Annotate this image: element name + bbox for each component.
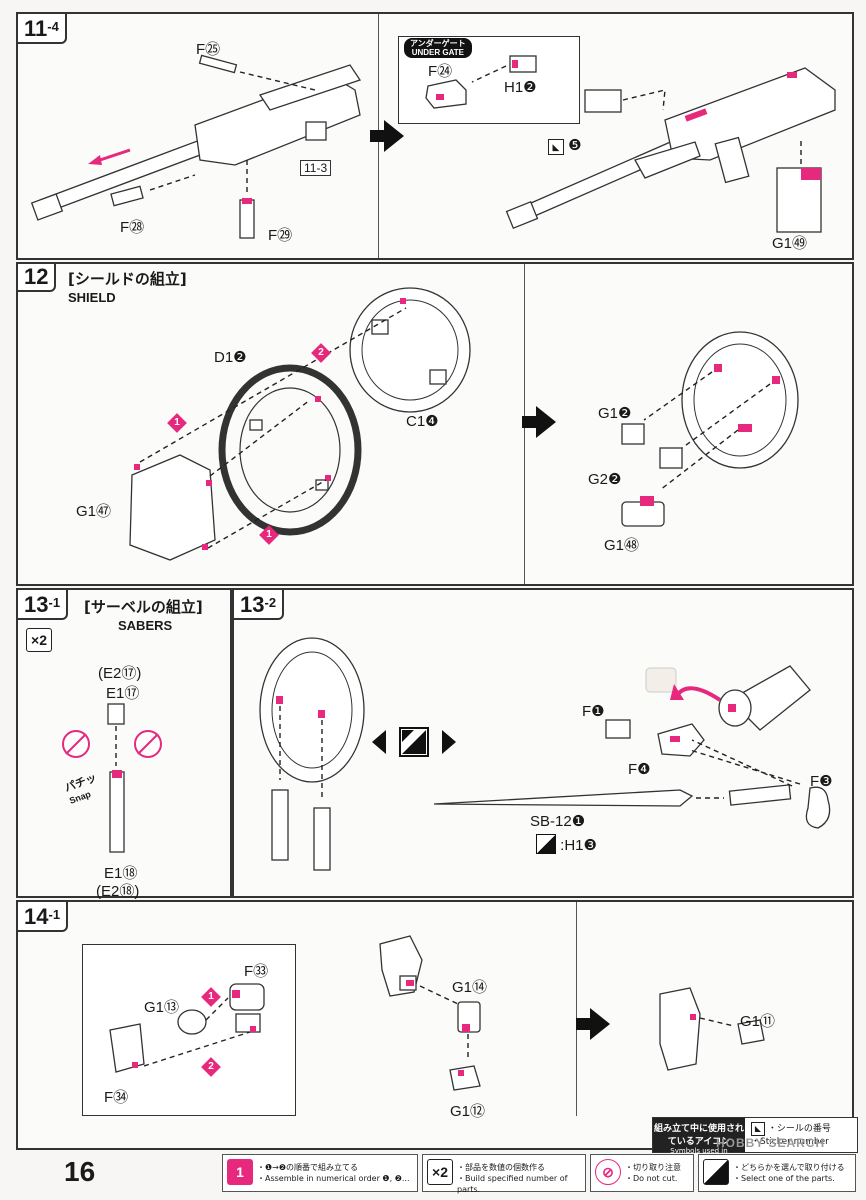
part-label-e2-17: (E2⑰) — [98, 665, 142, 682]
quantity-x2-icon: ×2 — [26, 628, 52, 652]
step-number: 14-1 — [16, 900, 69, 932]
saber-hilt-illustration — [62, 703, 162, 853]
order-tag-1: 1 — [201, 987, 221, 1007]
footer-choose-box: ・どちらかを選んで取り付ける・Select one of the parts. — [698, 1154, 856, 1192]
part-label-f28: F㉘ — [120, 219, 145, 236]
watermark: HOBBY SEARCH — [716, 1136, 826, 1150]
part-label-e1-17: E1⑰ — [106, 685, 140, 702]
part-label-sb12-1: SB-12❶ — [530, 813, 586, 830]
sticker-icon: ◣ — [548, 139, 564, 155]
choose-one-small-icon — [536, 834, 556, 854]
shield-exploded-illustration — [129, 287, 471, 561]
saber-assembly-illustration — [433, 665, 831, 829]
part-label-g2-2: G2❷ — [588, 471, 622, 488]
part-label-f33: F㉝ — [244, 963, 269, 980]
choose-part-label: :H1❸ — [536, 834, 597, 854]
order-tag-2: 2 — [201, 1057, 221, 1077]
part-label-f4: F❹ — [628, 761, 651, 778]
shield-assembled-illustration — [621, 331, 799, 527]
order-tag-1-lower: 1 — [259, 525, 279, 545]
footer-cut-box: ⊘ ・切り取り注意・Do not cut. — [590, 1154, 694, 1192]
part-label-f1: F❶ — [582, 703, 605, 720]
part-label-f34: F㉞ — [104, 1089, 129, 1106]
order-tag-2: 2 — [311, 343, 331, 363]
part-label-g1-2: G1❷ — [598, 405, 632, 422]
choose-one-icon — [703, 1159, 729, 1185]
part-label-g1-12: G1⑫ — [450, 1103, 486, 1120]
divider — [576, 902, 577, 1116]
sticker-icon: ◣ — [751, 1122, 765, 1136]
next-arrow-icon — [522, 406, 556, 438]
part-label-g1-47: G1㊼ — [76, 503, 112, 520]
step-number: 13-2 — [232, 588, 285, 620]
part-label-f24: F㉔ — [428, 63, 453, 80]
shoulder-joint-detail — [109, 983, 265, 1073]
quantity-icon: ×2 — [427, 1159, 453, 1185]
order-tag-1: 1 — [167, 413, 187, 433]
under-gate-parts — [425, 55, 537, 109]
step-number: 13-1 — [16, 588, 69, 620]
part-label-g1-13: G1⑬ — [144, 999, 180, 1016]
rifle-illustration-right — [505, 67, 836, 233]
shield-saber-mount-illustration — [259, 637, 365, 871]
step-title-jp: [サーベルの組立] — [84, 598, 203, 616]
do-not-cut-icon: ⊘ — [595, 1159, 621, 1185]
rifle-illustration-left — [30, 54, 362, 239]
legend-sticker-text: ◣ ・シールの番号・Sticker number — [751, 1122, 831, 1147]
part-label-h1-2: H1❷ — [504, 79, 537, 96]
page-number: 16 — [64, 1156, 96, 1187]
footer-qty-box: ×2 ・部品を数値の個数作る・Build specified number of… — [422, 1154, 586, 1194]
next-arrow-icon — [370, 120, 404, 152]
step-title-jp: [シールドの組立] — [68, 270, 187, 288]
order-icon: 1 — [227, 1159, 253, 1185]
part-label-f3: F❸ — [810, 773, 833, 790]
step-number: 11-4 — [16, 12, 67, 44]
step-title-en: SABERS — [118, 618, 173, 633]
part-label-g1-11: G1⑪ — [740, 1013, 776, 1030]
shoulder-joint-assembly — [379, 935, 481, 1091]
part-label-f25: F㉕ — [196, 41, 221, 58]
sticker-label-5: ◣ ❺ — [548, 136, 582, 155]
part-label-d1-2: D1❷ — [214, 349, 247, 366]
shoulder-joint-result — [659, 987, 765, 1071]
part-label-c1-4: C1❹ — [406, 413, 439, 430]
step-number: 12 — [16, 262, 57, 292]
part-label-g1-14: G1⑭ — [452, 979, 488, 996]
part-label-f29: F㉙ — [268, 227, 293, 244]
part-label-g1-49: G1㊾ — [772, 235, 808, 252]
next-arrow-icon — [576, 1008, 610, 1040]
part-label-e1-18: E1⑱ — [104, 865, 138, 882]
choose-one-icon — [372, 727, 456, 757]
part-label-e2-18: (E2⑱) — [96, 883, 140, 900]
step-reference: 11-3 — [300, 160, 332, 176]
part-label-g1-48: G1㊽ — [604, 537, 640, 554]
footer-order-box: 1 ・❶→❷の順番で組み立てる・Assemble in numerical or… — [222, 1154, 418, 1192]
step-title-en: SHIELD — [68, 290, 116, 305]
